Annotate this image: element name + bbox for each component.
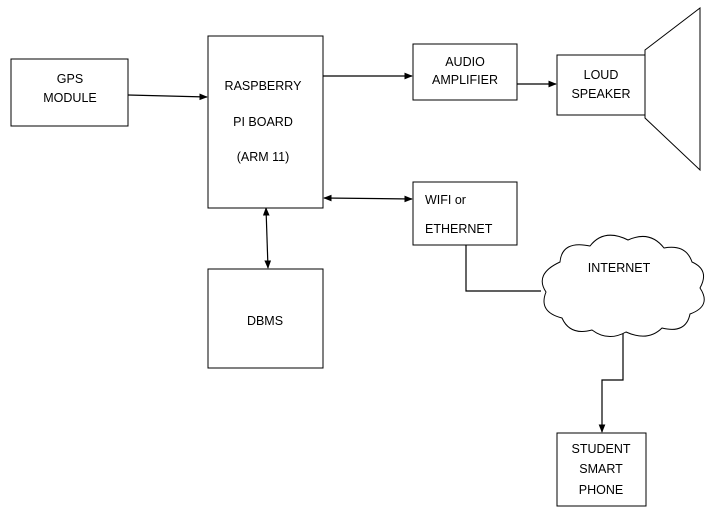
audio-amplifier-label-line-2: AMPLIFIER (432, 73, 498, 87)
wifi-label-line-1: WIFI or (425, 193, 466, 207)
raspberry-pi-board-block: RASPBERRY PI BOARD (ARM 11) (207, 35, 324, 209)
speaker-cone-icon (644, 6, 701, 172)
cloud-icon (541, 234, 705, 337)
wifi-ethernet-block: WIFI or ETHERNET (412, 181, 518, 246)
gps-module-block: GPS MODULE (10, 58, 129, 127)
loud-speaker-label-line-2: SPEAKER (571, 87, 630, 101)
raspberry-label-line-1: RASPBERRY (225, 79, 303, 93)
dbms-block: DBMS (207, 268, 324, 369)
audio-amplifier-block: AUDIO AMPLIFIER (412, 43, 518, 101)
student-phone-label-line-3: PHONE (579, 483, 623, 497)
student-phone-label-line-2: SMART (579, 462, 623, 476)
wifi-label-line-2: ETHERNET (425, 222, 493, 236)
student-phone-label-line-1: STUDENT (571, 442, 630, 456)
raspberry-label-line-2: PI BOARD (233, 115, 293, 129)
loud-speaker-block: LOUD SPEAKER (556, 6, 701, 172)
connectors (127, 72, 624, 433)
internet-label: INTERNET (588, 261, 651, 275)
connector-internet-to-phone (598, 330, 624, 433)
connector-raspberry-dbms-bidirectional (262, 207, 272, 269)
connector-gps-to-raspberry (127, 93, 208, 101)
gps-module-label-line-1: GPS (57, 72, 83, 86)
student-smart-phone-block: STUDENT SMART PHONE (556, 432, 647, 507)
connector-raspberry-wifi-bidirectional (323, 194, 413, 203)
loud-speaker-label-line-1: LOUD (584, 68, 619, 82)
dbms-label: DBMS (247, 314, 283, 328)
internet-cloud-block: INTERNET (541, 234, 705, 337)
connector-wifi-to-internet (465, 245, 541, 292)
raspberry-label-line-3: (ARM 11) (237, 150, 290, 164)
audio-amplifier-label-line-1: AUDIO (445, 55, 485, 69)
gps-module-label-line-2: MODULE (43, 91, 96, 105)
